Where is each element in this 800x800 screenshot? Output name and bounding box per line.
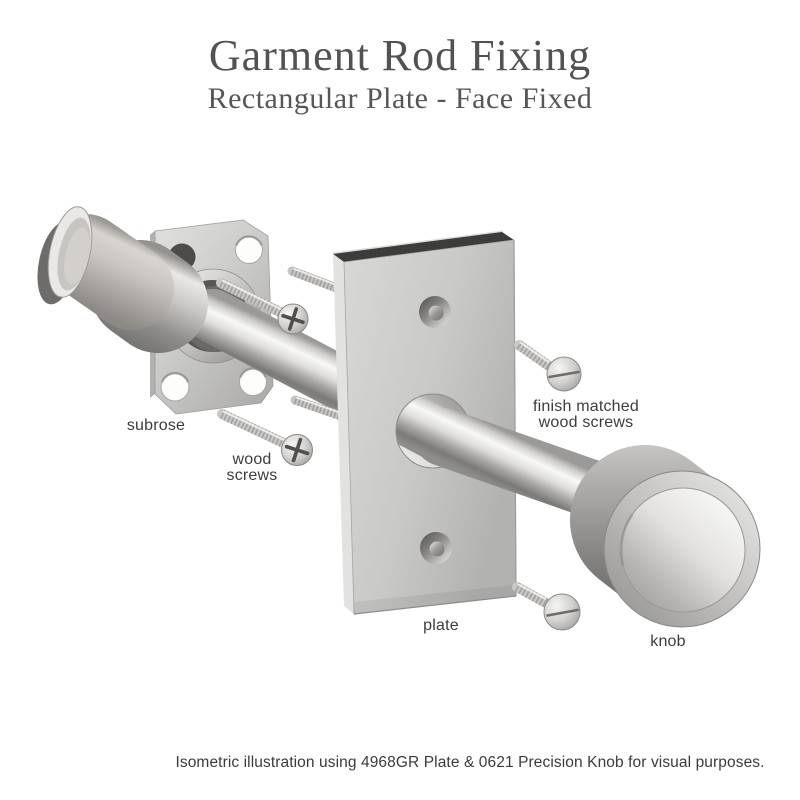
- label-knob: knob: [650, 633, 686, 650]
- label-wood-screws: wood screws: [227, 452, 278, 483]
- label-subrose: subrose: [126, 417, 186, 434]
- finish-screw-top-graphic: [514, 340, 582, 392]
- plate-top-face: [333, 232, 514, 262]
- label-wood-screws-line1: wood: [232, 451, 272, 468]
- finish-screw-bottom-graphic: [512, 582, 581, 631]
- knob-graphic: [568, 445, 761, 628]
- label-finish-matched-line2: wood screws: [538, 413, 634, 431]
- rod-left-graphic: [186, 289, 475, 467]
- wall-plug-graphic: [37, 206, 208, 353]
- knob-face-dish: [620, 487, 746, 613]
- label-finish-matched-wood-screws: finish matched wood screws: [533, 399, 639, 430]
- wood-screw-bottom-graphic: [217, 409, 313, 466]
- phillips-cross-icon: [281, 307, 305, 331]
- rod-right-graphic: [414, 408, 621, 518]
- phillips-cross-icon: [284, 437, 310, 463]
- label-plate: plate: [423, 617, 459, 634]
- footer-caption: Isometric illustration using 4968GR Plat…: [175, 754, 765, 771]
- wood-screw-top-graphic: [216, 278, 309, 335]
- mounting-plate-graphic: [332, 230, 517, 615]
- slot-icon: [548, 370, 580, 379]
- label-wood-screws-line2: screws: [226, 466, 278, 484]
- page-subtitle: Rectangular Plate - Face Fixed: [207, 82, 593, 115]
- plug-body: [44, 214, 174, 330]
- page-title: Garment Rod Fixing: [208, 31, 592, 80]
- label-finish-matched-line1: finish matched: [533, 398, 639, 415]
- slot-icon: [546, 608, 579, 617]
- plate-side-face: [333, 254, 354, 614]
